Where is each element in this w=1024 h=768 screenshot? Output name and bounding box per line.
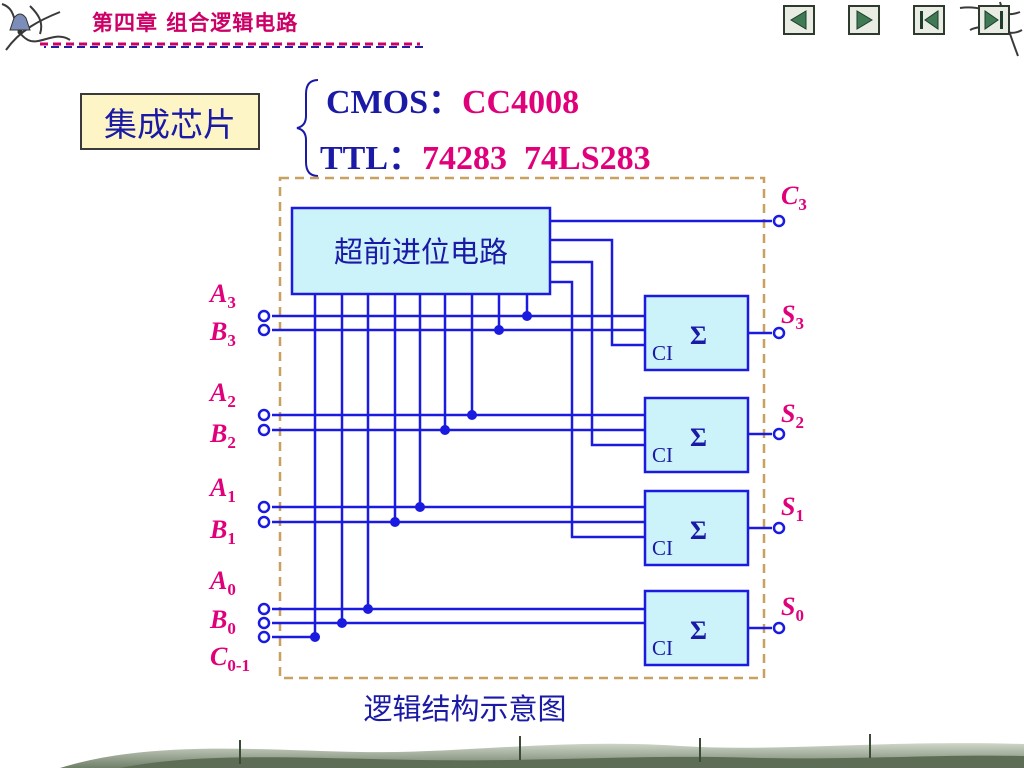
chapter-title: 第四章 组合逻辑电路 (92, 11, 299, 35)
input-terminal-5 (257, 515, 271, 529)
input-label-B0: B0 (209, 605, 236, 638)
input-label-A3: A3 (208, 279, 236, 312)
triangle-left-icon (790, 10, 807, 30)
output-terminal-1 (772, 326, 786, 340)
input-terminal-7 (257, 616, 271, 630)
junction-7 (337, 618, 347, 628)
skip-first-icon (920, 10, 939, 30)
skip-last-icon (984, 10, 1003, 30)
landscape-footer-decoration (60, 734, 1024, 768)
chip-dashed-outline (278, 176, 766, 680)
cmos-sep: ： (428, 84, 462, 121)
sum-block-3 (643, 589, 750, 667)
junction-4 (415, 502, 425, 512)
sigma-label-3: Σ (690, 616, 707, 645)
input-label-B1: B1 (209, 515, 236, 548)
wires (272, 219, 772, 639)
output-label-S0: S0 (781, 592, 804, 625)
ci-label-3: CI (652, 636, 673, 660)
left-vine-ornament (1, 3, 71, 51)
prev-button[interactable] (783, 5, 815, 35)
bell-icon (9, 13, 31, 35)
junction-5 (390, 517, 400, 527)
input-terminal-1 (257, 323, 271, 337)
output-terminal-3 (772, 521, 786, 535)
sigma-label-2: Σ (690, 516, 707, 545)
output-terminal-0 (772, 214, 786, 228)
brace-icon (296, 79, 319, 177)
sigma-label-1: Σ (690, 423, 707, 452)
input-terminal-2 (257, 408, 271, 422)
ttl-sep: ： (388, 140, 423, 177)
input-terminal-4 (257, 500, 271, 514)
output-label-C3: C3 (781, 181, 807, 214)
carry-ci2-wire (550, 260, 645, 447)
input-terminal-6 (257, 602, 271, 616)
output-terminal-2 (772, 427, 786, 441)
chip-label-box: 集成芯片 (80, 93, 260, 150)
junction-2 (467, 410, 477, 420)
input-terminal-0 (257, 309, 271, 323)
ttl-family-name: TTL (320, 140, 389, 177)
input-terminal-3 (257, 423, 271, 437)
sigma-label-0: Σ (690, 321, 707, 350)
carry-block-label: 超前进位电路 (334, 235, 508, 269)
sum-block-0 (643, 294, 750, 372)
carry-ci3-wire (550, 238, 645, 347)
junction-6 (363, 604, 373, 614)
ci-label-0: CI (652, 341, 673, 365)
last-button[interactable] (978, 5, 1010, 35)
triangle-right-icon (856, 10, 873, 30)
output-label-S1: S1 (781, 492, 804, 525)
junction-dots (310, 311, 532, 642)
input-terminal-8 (257, 630, 271, 644)
input-label-B2: B2 (209, 419, 236, 452)
carry-ci1-wire (550, 280, 645, 539)
first-button[interactable] (913, 5, 945, 35)
junction-3 (440, 425, 450, 435)
output-label-S2: S2 (781, 399, 804, 432)
output-label-S3: S3 (781, 300, 804, 333)
junction-0 (522, 311, 532, 321)
terminals (257, 214, 786, 644)
sum-block-1 (643, 396, 750, 474)
junction-8 (310, 632, 320, 642)
ci-label-2: CI (652, 536, 673, 560)
ttl-part-numbers: 74283 74LS283 (422, 140, 651, 177)
input-label-A2: A2 (208, 378, 236, 411)
cmos-family-name: CMOS (326, 84, 428, 121)
diagram-caption: 逻辑结构示意图 (363, 692, 567, 726)
cmos-part-numbers: CC4008 (462, 84, 580, 121)
input-label-B3: B3 (209, 317, 236, 350)
output-terminal-4 (772, 621, 786, 635)
input-label-A0: A0 (208, 566, 236, 599)
ttl-line: TTL：74283 74LS283 (320, 130, 651, 179)
next-button[interactable] (848, 5, 880, 35)
junction-1 (494, 325, 504, 335)
sum-blocks: CI Σ CI Σ CI Σ CI Σ (643, 294, 750, 667)
ci-label-1: CI (652, 443, 673, 467)
cmos-line: CMOS：CC4008 (326, 74, 579, 123)
input-label-C0-1: C0-1 (210, 642, 250, 675)
input-label-A1: A1 (208, 473, 236, 506)
sum-block-2 (643, 489, 750, 567)
carry-lookahead-block (290, 206, 552, 296)
